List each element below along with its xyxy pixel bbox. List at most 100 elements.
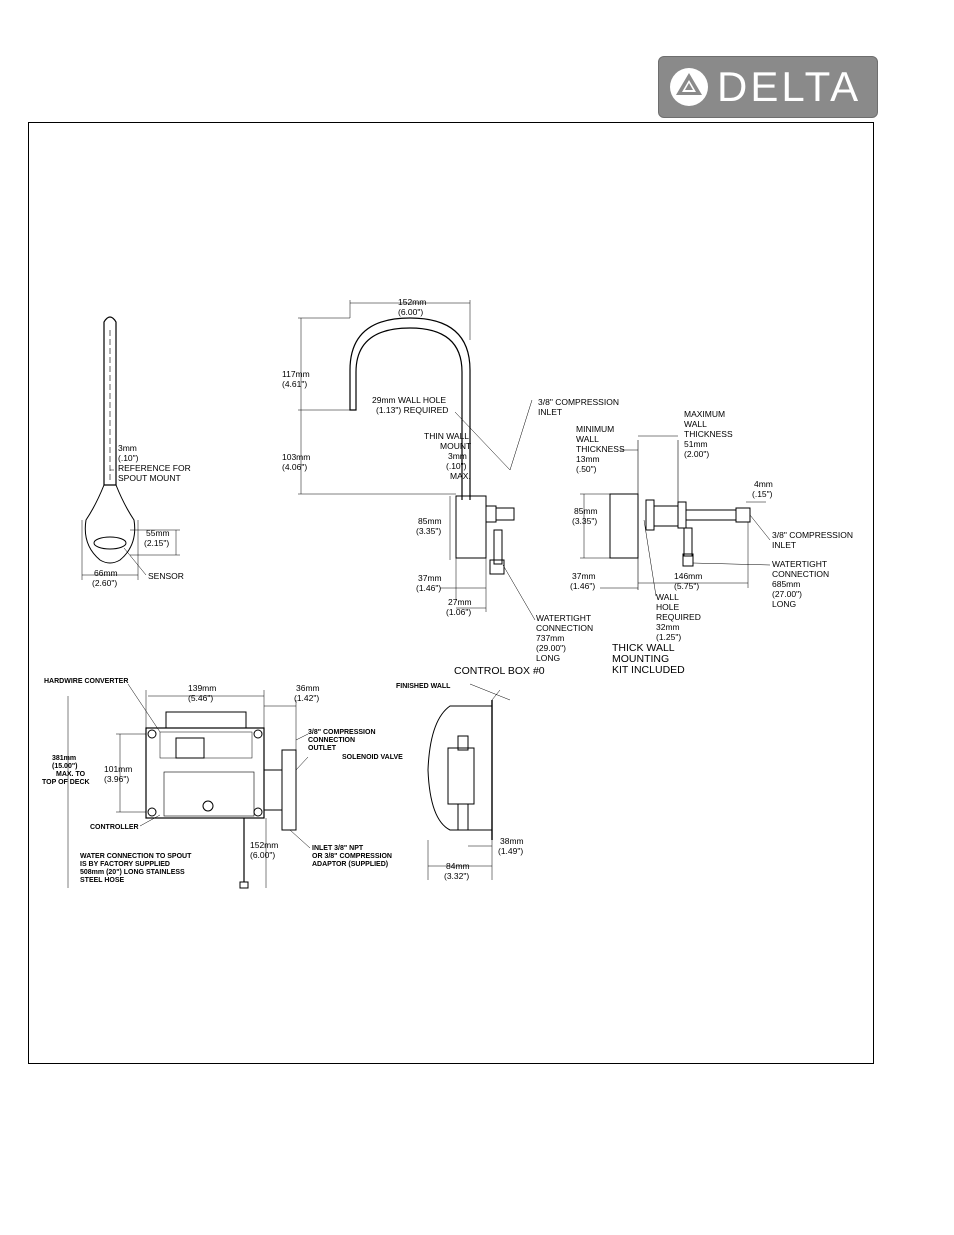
box-height-mm: 101mm	[104, 764, 132, 774]
thick-hole-line-5: (1.25")	[656, 632, 681, 642]
inlet-line-3: ADAPTOR (SUPPLIED)	[312, 861, 388, 868]
thick-hole-line-4: 32mm	[656, 622, 680, 632]
water-note-line-3: 508mm (20") LONG STAINLESS	[80, 869, 185, 876]
base-width-in: (2.60")	[92, 578, 117, 588]
valve-depth-in: (1.42")	[294, 693, 319, 703]
max-height-line-4: TOP OF DECK	[42, 779, 90, 786]
front-escutcheon-in: (3.35")	[416, 526, 441, 536]
max-wall-line-2: WALL	[684, 419, 707, 429]
front-base-depth-mm: 37mm	[418, 573, 442, 583]
thick-watertight-line-2: CONNECTION	[772, 569, 829, 579]
thin-wall-line-1: THIN WALL	[424, 431, 469, 441]
inlet-line-2: OR 3/8" COMPRESSION	[312, 853, 392, 860]
drop-in: (6.00")	[250, 850, 275, 860]
body-height-mm: 103mm	[282, 452, 310, 462]
min-wall-line-3: THICKNESS	[576, 444, 625, 454]
thick-wall-view	[580, 435, 771, 597]
sensor-label: SENSOR	[148, 571, 184, 581]
thin-wall-line-2: MOUNT	[440, 441, 471, 451]
sensor-height-mm: 55mm	[146, 528, 170, 538]
front-escutcheon-mm: 85mm	[418, 516, 442, 526]
wall-hole-line-2: (1.13") REQUIRED	[376, 405, 448, 415]
max-wall-line-4: 51mm	[684, 439, 708, 449]
side-width-mm: 84mm	[446, 861, 470, 871]
outlet-line-1: 3/8" COMPRESSION	[308, 729, 376, 736]
min-wall-line-5: (.50")	[576, 464, 597, 474]
max-wall-line-1: MAXIMUM	[684, 409, 725, 419]
outlet-line-2: CONNECTION	[308, 737, 355, 744]
hardwire-label: HARDWIRE CONVERTER	[44, 678, 128, 685]
kit-note-line-2: MOUNTING	[612, 653, 669, 665]
thick-length-in: (5.75")	[674, 581, 699, 591]
reach-in: (6.00")	[398, 307, 423, 317]
thick-length-mm: 146mm	[674, 571, 702, 581]
delta-triangle-logo-icon	[670, 68, 708, 106]
reach-mm: 152mm	[398, 297, 426, 307]
min-wall-line-2: WALL	[576, 434, 599, 444]
control-box-side-view	[427, 683, 511, 880]
min-wall-line-4: 13mm	[576, 454, 600, 464]
side-width-in: (3.32")	[444, 871, 469, 881]
spout-height-in: (4.61")	[282, 379, 307, 389]
drop-mm: 152mm	[250, 840, 278, 850]
box-width-mm: 139mm	[188, 683, 216, 693]
thick-inlet-line-1: 3/8" COMPRESSION	[772, 530, 853, 540]
kit-note-line-3: KIT INCLUDED	[612, 664, 685, 676]
box-width-in: (5.46")	[188, 693, 213, 703]
compression-inlet-line-2: INLET	[538, 407, 562, 417]
control-box-front-view	[67, 683, 311, 889]
thick-wall-labels: MINIMUM WALL THICKNESS 13mm (.50") MAXIM…	[570, 409, 853, 676]
side-depth-mm: 38mm	[500, 836, 524, 846]
ref-dim-line-3: REFERENCE FOR	[118, 463, 191, 473]
spout-front-view	[298, 300, 536, 621]
controller-label: CONTROLLER	[90, 824, 139, 831]
thick-watertight-line-5: LONG	[772, 599, 796, 609]
thick-escutcheon-in: (3.35")	[572, 516, 597, 526]
max-height-line-2: (15.00")	[52, 763, 78, 770]
max-height-line-3: MAX. TO	[56, 771, 86, 778]
water-note-line-1: WATER CONNECTION TO SPOUT	[80, 853, 192, 860]
max-wall-line-3: THICKNESS	[684, 429, 733, 439]
front-watertight-line-5: LONG	[536, 653, 560, 663]
spout-height-mm: 117mm	[282, 369, 310, 379]
max-wall-line-5: (2.00")	[684, 449, 709, 459]
spout-side-view	[81, 316, 180, 580]
tip-in: (.15")	[752, 489, 773, 499]
brand-name: DELTA	[717, 63, 862, 110]
ref-dim-line-4: SPOUT MOUNT	[118, 473, 181, 483]
sensor-height-in: (2.15")	[144, 538, 169, 548]
front-watertight-line-1: WATERTIGHT	[536, 613, 591, 623]
thick-hole-line-2: HOLE	[656, 602, 679, 612]
tip-mm: 4mm	[754, 479, 773, 489]
thick-base-depth-in: (1.46")	[570, 581, 595, 591]
water-note-line-2: IS BY FACTORY SUPPLIED	[80, 861, 170, 868]
thick-base-depth-mm: 37mm	[572, 571, 596, 581]
offset-mm: 27mm	[448, 597, 472, 607]
spout-front-labels: 152mm (6.00") 117mm (4.61") 103mm (4.06"…	[282, 297, 619, 663]
thick-inlet-line-2: INLET	[772, 540, 796, 550]
side-depth-in: (1.49")	[498, 846, 523, 856]
finished-wall-label: FINISHED WALL	[396, 683, 451, 690]
front-watertight-line-3: 737mm	[536, 633, 564, 643]
inlet-line-1: INLET 3/8" NPT	[312, 845, 364, 852]
thick-hole-line-3: REQUIRED	[656, 612, 701, 622]
thick-escutcheon-mm: 85mm	[574, 506, 598, 516]
solenoid-label: SOLENOID VALVE	[342, 754, 403, 761]
thick-watertight-line-3: 685mm	[772, 579, 800, 589]
thick-watertight-line-1: WATERTIGHT	[772, 559, 827, 569]
front-watertight-line-2: CONNECTION	[536, 623, 593, 633]
ref-dim-line-1: 3mm	[118, 443, 137, 453]
control-box-title: CONTROL BOX #0	[454, 665, 545, 677]
base-width-mm: 66mm	[94, 568, 118, 578]
min-wall-line-1: MINIMUM	[576, 424, 614, 434]
max-height-line-1: 381mm	[52, 755, 76, 762]
front-base-depth-in: (1.46")	[416, 583, 441, 593]
ref-dim-line-2: (.10")	[118, 453, 139, 463]
body-height-in: (4.06")	[282, 462, 307, 472]
delta-logo: DELTA	[658, 56, 878, 118]
wall-hole-line-1: 29mm WALL HOLE	[372, 395, 446, 405]
water-note-line-4: STEEL HOSE	[80, 877, 125, 884]
compression-inlet-line-1: 3/8" COMPRESSION	[538, 397, 619, 407]
thin-wall-line-3: 3mm	[448, 451, 467, 461]
